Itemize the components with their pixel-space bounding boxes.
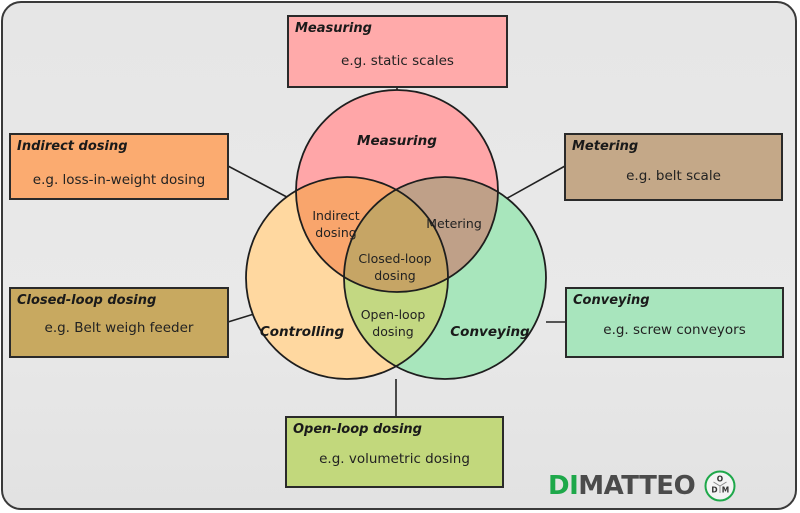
box-metering: Metering e.g. belt scale <box>564 133 783 201</box>
box-example: e.g. volumetric dosing <box>319 451 470 467</box>
label-indirect-dosing-1: Indirect <box>312 208 359 223</box>
badge-letter-m: M <box>722 486 729 495</box>
box-open-loop-dosing: Open-loop dosing e.g. volumetric dosing <box>285 416 504 488</box>
label-closed-loop-2: dosing <box>374 268 415 283</box>
box-title: Metering <box>572 139 639 154</box>
box-example: e.g. static scales <box>341 53 454 69</box>
circle-controlling-outline <box>245 176 449 380</box>
badge-letter-o: O <box>717 475 723 484</box>
circle-conveying-outline <box>343 176 547 380</box>
box-conveying: Conveying e.g. screw conveyors <box>565 287 784 358</box>
box-example: e.g. belt scale <box>626 168 721 184</box>
logo-matteo: MATTEO <box>578 471 696 501</box>
label-measuring: Measuring <box>357 133 437 149</box>
region-closed-loop <box>344 177 448 292</box>
label-controlling: Controlling <box>260 324 345 340</box>
box-title: Conveying <box>573 293 650 308</box>
label-closed-loop-1: Closed-loop <box>358 251 431 266</box>
label-conveying: Conveying <box>450 324 530 340</box>
badge-letter-d: D <box>712 486 718 495</box>
box-title: Measuring <box>295 21 372 36</box>
box-title: Indirect dosing <box>17 139 128 154</box>
box-closed-loop-dosing: Closed-loop dosing e.g. Belt weigh feede… <box>9 287 229 358</box>
logo-di: DI <box>548 471 579 501</box>
label-open-loop-2: dosing <box>372 324 413 339</box>
box-title: Open-loop dosing <box>293 422 422 437</box>
box-indirect-dosing: Indirect dosing e.g. loss-in-weight dosi… <box>9 133 229 200</box>
box-example: e.g. Belt weigh feeder <box>44 320 194 336</box>
label-metering: Metering <box>426 216 482 231</box>
label-indirect-dosing-2: dosing <box>315 225 356 240</box>
box-example: e.g. loss-in-weight dosing <box>32 172 206 188</box>
box-title: Closed-loop dosing <box>17 293 157 308</box>
odm-badge-icon: O D M <box>704 470 736 502</box>
box-measuring: Measuring e.g. static scales <box>287 15 508 88</box>
box-example: e.g. screw conveyors <box>603 322 746 338</box>
label-open-loop-1: Open-loop <box>361 307 426 322</box>
